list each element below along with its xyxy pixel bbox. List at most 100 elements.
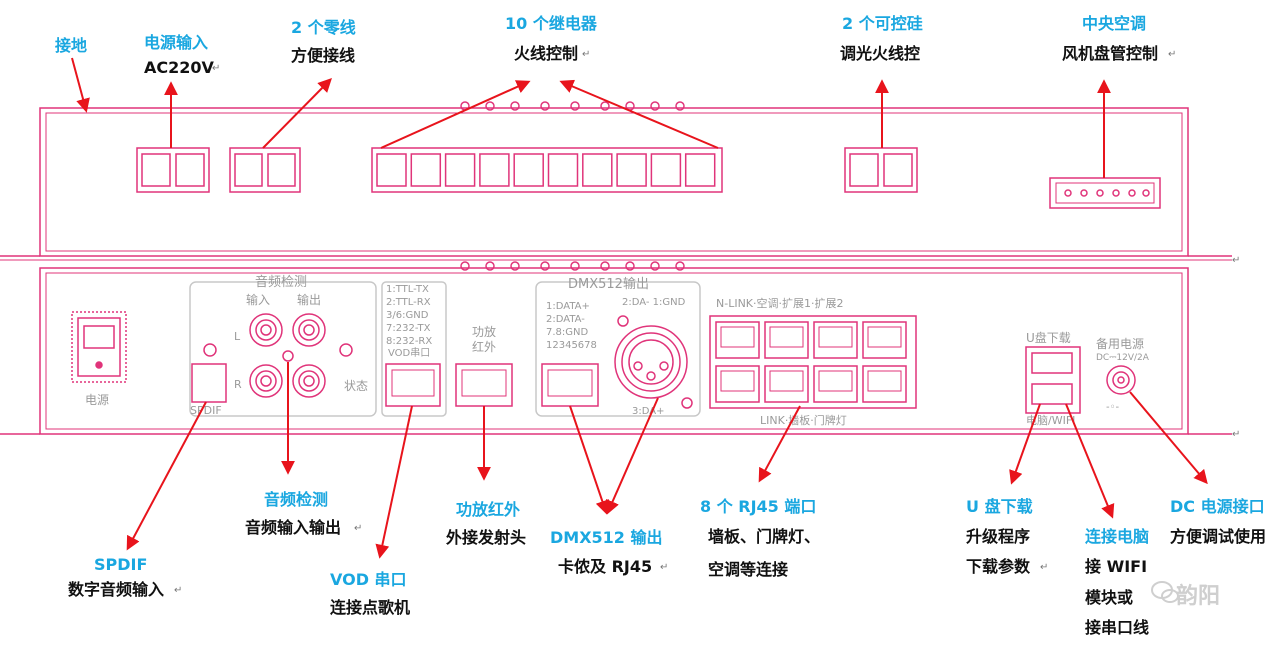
dmx-line-3: 7.8:GND <box>546 327 589 338</box>
label-dmx-title: DMX512 输出 <box>550 528 663 547</box>
rj45-port <box>862 365 907 403</box>
dc-jack <box>1106 365 1136 395</box>
arrow-ground <box>71 57 90 113</box>
label-hvac-sub: 风机盘管控制 <box>1062 44 1159 63</box>
top-panel <box>0 101 1232 261</box>
label-ground: 接地 <box>55 36 88 55</box>
label-pc-sub1: 接 WIFI <box>1085 557 1148 576</box>
panel-usb-title: U盘下载 <box>1026 330 1071 345</box>
return-mark: ↵ <box>354 523 363 534</box>
label-relay-title: 10 个继电器 <box>505 14 597 33</box>
arrow-spdif <box>126 401 207 551</box>
rca-jacks <box>249 313 326 398</box>
power-input-terminal <box>136 147 210 193</box>
rj45-port <box>862 321 907 359</box>
dmx-pin-top: 2:DA- 1:GND <box>622 297 686 308</box>
label-pc-sub3: 接串口线 <box>1085 618 1150 637</box>
power-switch-icon <box>71 311 127 383</box>
rj45-port <box>813 365 858 403</box>
relay-terminal <box>684 153 716 187</box>
label-usb-title: U 盘下载 <box>966 497 1033 516</box>
relay-terminal <box>513 153 544 187</box>
panel-backup-spec: DC⎓12V/2A <box>1096 353 1150 363</box>
relay-terminal <box>650 153 682 187</box>
label-scr-title: 2 个可控硅 <box>842 14 923 33</box>
serial-line-1: 1:TTL-TX <box>386 284 429 295</box>
label-neutral-title: 2 个零线 <box>291 18 356 37</box>
relay-terminal <box>376 153 407 187</box>
bottom-vents <box>460 261 685 271</box>
wechat-icon <box>1151 581 1179 603</box>
label-amp-title: 功放红外 <box>456 500 521 519</box>
usb-ports <box>1025 346 1081 414</box>
top-panel-frame <box>39 107 1189 257</box>
label-usb-sub2: 下载参数 <box>966 557 1031 576</box>
rj45-port <box>715 365 760 403</box>
panel-rj45-top: N-LINK·空调·扩展1·扩展2 <box>716 296 844 310</box>
panel-spdif: SPDIF <box>190 404 222 417</box>
serial-line-2: 2:TTL-RX <box>386 297 431 308</box>
rj45-port <box>764 321 809 359</box>
label-usb-sub1: 升级程序 <box>966 527 1031 546</box>
panel-power-switch: 电源 <box>85 393 109 407</box>
arrow-dmx-rj45 <box>569 405 610 515</box>
panel-amp-line1: 功放 <box>472 324 496 339</box>
return-mark: ↵ <box>660 562 669 573</box>
arrow-usb <box>1009 403 1041 485</box>
label-relay-sub: 火线控制 <box>514 44 579 63</box>
panel-audio-detect: 音频检测 <box>255 274 307 290</box>
relay-terminal <box>479 153 510 187</box>
hvac-connector <box>1049 177 1161 209</box>
label-power-input-title: 电源输入 <box>144 33 209 52</box>
arrow-relay-right <box>559 79 719 149</box>
panel-rj45-bottom: LINK·墙板·门牌灯 <box>760 413 847 427</box>
panel-r-mark: R <box>234 378 242 391</box>
serial-line-4: 7:232-TX <box>386 323 431 334</box>
serial-line-3: 3/6:GND <box>386 310 429 321</box>
label-hvac-title: 中央空调 <box>1082 14 1147 33</box>
panel-status: 状态 <box>344 379 368 393</box>
panel-vod-port: VOD串口 <box>388 347 430 359</box>
label-rj45-title: 8 个 RJ45 端口 <box>700 497 817 516</box>
panel-backup-power: 备用电源 <box>1096 337 1144 351</box>
audio-section-frame <box>189 281 377 417</box>
xlr-connector <box>614 315 693 409</box>
label-audio-title: 音频检测 <box>264 490 329 509</box>
arrow-relay-left <box>380 80 531 149</box>
amp-ir-rj45-port <box>455 363 513 407</box>
panel-usb-bottom: 电脑/WIFI <box>1026 414 1075 427</box>
return-mark: ↵ <box>1168 49 1177 60</box>
dmx-line-4: 12345678 <box>546 340 597 351</box>
label-power-input-sub: AC220V <box>144 58 214 77</box>
label-vod-title: VOD 串口 <box>330 570 407 589</box>
bottom-panel <box>0 261 1232 435</box>
arrow-pc <box>1065 403 1115 519</box>
label-pc-title: 连接电脑 <box>1085 527 1150 546</box>
dmx-rj45-port <box>541 363 599 407</box>
return-mark: ↵ <box>1232 255 1241 266</box>
relay-terminal <box>547 153 579 187</box>
panel-audio-out: 输出 <box>297 292 321 307</box>
return-mark: ↵ <box>212 63 221 74</box>
arrow-dc <box>1129 391 1208 485</box>
return-mark: ↵ <box>174 585 183 596</box>
arrow-rj45 <box>758 405 801 483</box>
rj45-port <box>764 365 809 403</box>
relay-terminal <box>410 153 442 187</box>
serial-section-frame <box>381 281 447 417</box>
label-spdif-title: SPDIF <box>94 555 148 574</box>
label-neutral-sub: 方便接线 <box>291 46 356 65</box>
return-mark: ↵ <box>582 49 591 60</box>
vod-rj45-port <box>385 363 441 407</box>
label-amp-sub: 外接发射头 <box>446 528 527 547</box>
spdif-port <box>191 363 227 403</box>
label-rj45-sub2: 空调等连接 <box>708 560 789 579</box>
serial-line-5: 8:232-RX <box>386 336 432 347</box>
relay-terminal <box>444 153 476 187</box>
dmx-pin-bottom: 3:DA+ <box>632 406 664 417</box>
panel-dmx-title: DMX512输出 <box>568 276 649 292</box>
panel-text: 音频检测 输入 输出 L R 状态 SPDIF 电源 1:TTL-TX 2:TT… <box>85 274 1150 427</box>
dmx-line-2: 2:DATA- <box>546 314 585 325</box>
panel-amp-line2: 红外 <box>472 339 496 354</box>
rj45-port <box>813 321 858 359</box>
